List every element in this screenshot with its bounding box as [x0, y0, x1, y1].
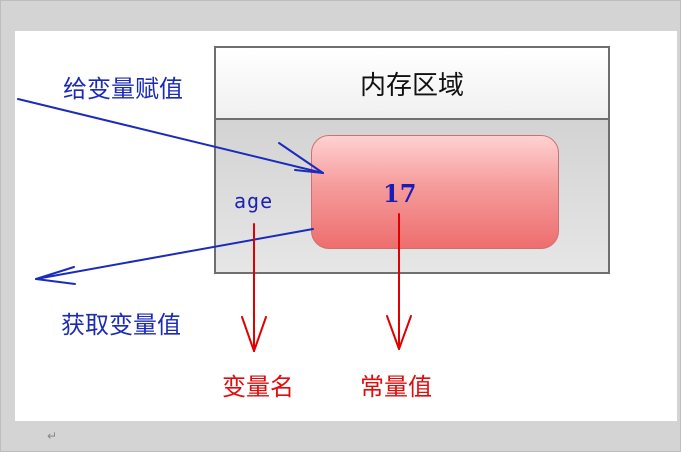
- memory-region-title: 内存区域: [216, 48, 608, 120]
- get-arrow: [35, 228, 314, 285]
- assign-label: 给变量赋值: [63, 75, 183, 103]
- variable-name-arrow: [241, 223, 267, 352]
- constant-value-label: 常量值: [360, 373, 432, 401]
- constant-value-box: [311, 135, 559, 249]
- assign-arrow: [17, 98, 324, 174]
- variable-name-text: age: [234, 189, 274, 213]
- paragraph-mark-icon: ↵: [47, 429, 58, 443]
- constant-value-arrow: [386, 213, 412, 350]
- get-label: 获取变量值: [61, 311, 181, 339]
- constant-value-text: 17: [383, 179, 417, 208]
- variable-name-label: 变量名: [222, 373, 294, 401]
